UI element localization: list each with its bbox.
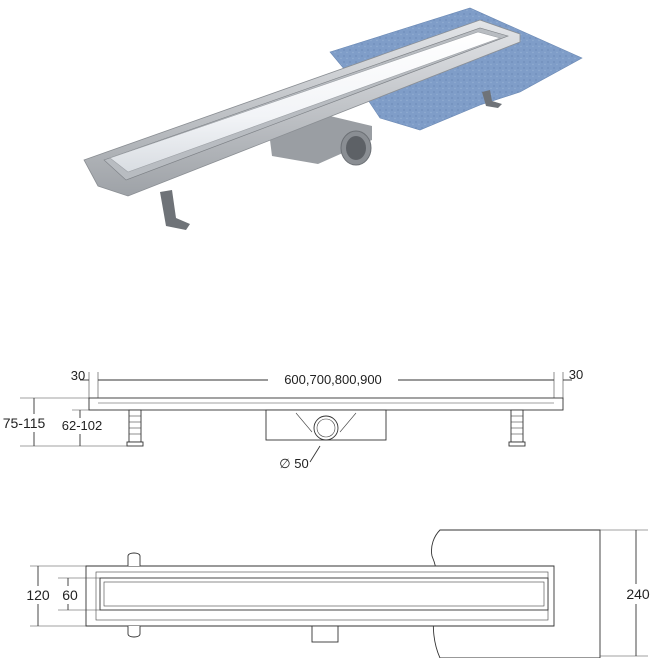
top-tab-upper — [127, 552, 141, 566]
product-illustration — [83, 7, 583, 230]
outlet-pipe-opening — [346, 136, 366, 160]
top-tab-lower — [127, 626, 141, 638]
right-margin-label: 30 — [569, 367, 583, 382]
left-margin-label: 30 — [71, 368, 85, 383]
overall-length-label: 600,700,800,900 — [284, 372, 382, 387]
outlet-body — [270, 116, 372, 164]
channel-width-label: 120 — [26, 587, 50, 603]
top-view-drawing: 120 60 240 — [20, 529, 650, 658]
adjust-height-label: 62-102 — [62, 418, 102, 433]
top-grate — [103, 581, 545, 607]
membrane-width-label: 240 — [626, 586, 650, 602]
front-foot — [160, 190, 190, 230]
side-outlet — [265, 409, 387, 463]
side-foot-right — [508, 409, 526, 447]
total-height-label: 75-115 — [3, 415, 46, 431]
grate-cover — [109, 31, 501, 173]
top-outlet-stub — [311, 625, 339, 643]
rear-foot — [482, 90, 502, 108]
side-foot-left — [126, 409, 144, 447]
channel-profile — [88, 397, 564, 411]
outlet-diameter-label: ∅ 50 — [279, 456, 308, 471]
side-view-drawing: 600,700,800,900 30 30 — [0, 367, 583, 471]
grate-width-label: 60 — [62, 587, 78, 603]
